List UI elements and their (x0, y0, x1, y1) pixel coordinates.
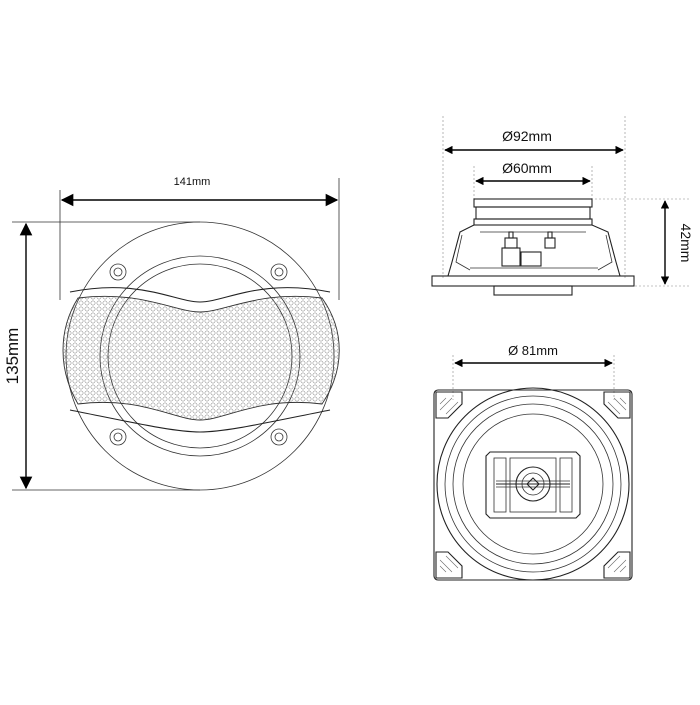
width-label: 141mm (174, 176, 211, 188)
rear-frame (433, 389, 633, 581)
grille-ring-bottom (493, 285, 573, 296)
magnet-plate-bottom (473, 218, 593, 226)
basket-rib-left (455, 234, 471, 271)
depth-label: 42mm (678, 224, 694, 263)
cutout-diameter-label: Ø 81mm (508, 343, 558, 358)
front-screw-holes (109, 263, 288, 446)
rear-cone-inner (462, 413, 604, 555)
rear-corner-tabs (435, 391, 631, 579)
magnet-plate-top (473, 198, 593, 208)
basket-rib-right (597, 234, 613, 271)
rear-view: Ø 81mm (433, 343, 633, 581)
height-label: 135mm (3, 328, 22, 385)
rear-outer-circle (436, 387, 630, 581)
mounting-flange (431, 275, 635, 287)
grille-top-frame (69, 287, 331, 303)
grille-bottom-frame (69, 409, 331, 433)
rear-surround (444, 395, 622, 573)
side-view: Ø92mm Ø60mm 42mm (431, 116, 694, 296)
magnet-body (475, 206, 591, 220)
front-view: 141mm 135mm (3, 176, 340, 491)
front-mesh-grille (62, 295, 340, 421)
side-terminals (501, 231, 556, 267)
rear-cone-edge (452, 403, 614, 565)
magnet-diameter-label: Ø60mm (502, 160, 552, 176)
outer-diameter-label: Ø92mm (502, 128, 552, 144)
rear-tweeter-bridge (485, 451, 581, 519)
